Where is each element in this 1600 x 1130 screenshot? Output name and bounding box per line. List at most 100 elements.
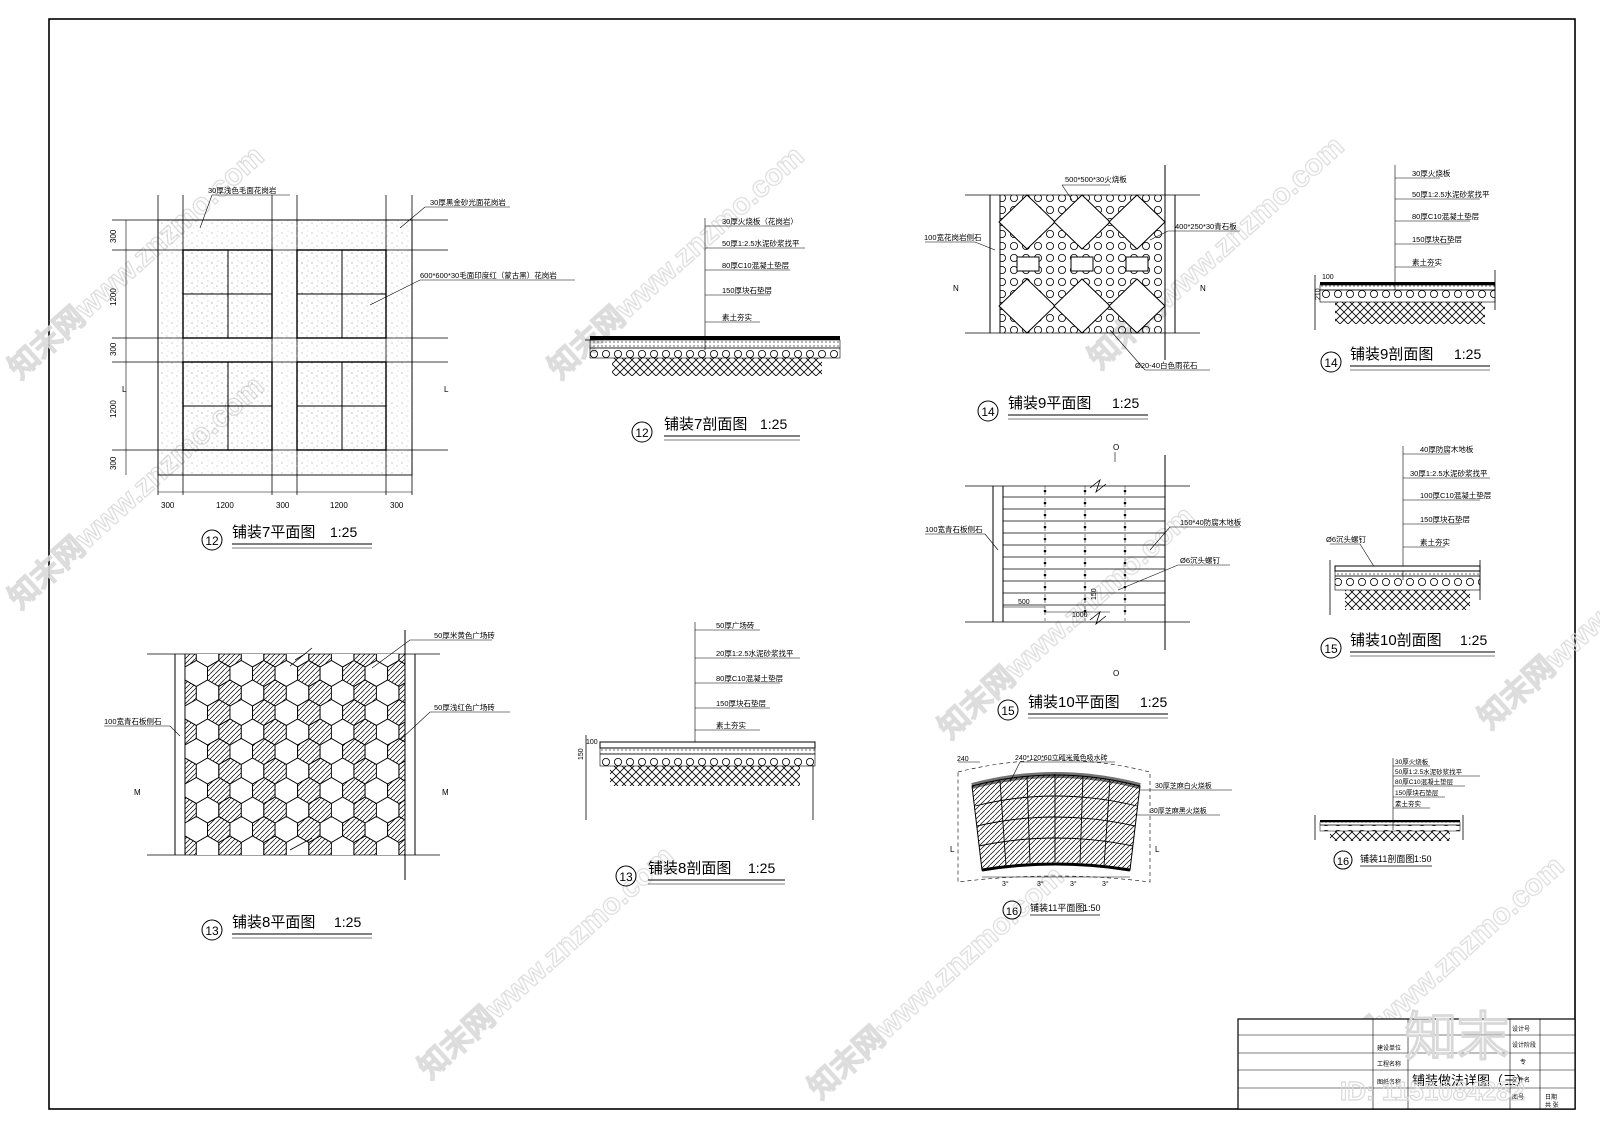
cut-mark: N <box>1200 284 1206 293</box>
layer-label: 100厚C10混凝土垫层 <box>1420 490 1492 500</box>
layer-label: 20厚1:2.5水泥砂浆找平 <box>716 648 794 658</box>
dim: 100 <box>1322 274 1334 281</box>
title-block: 建设单位 工程名称 图纸名称 铺装做法详图（三） 设计号 设计阶段 专 文件名 … <box>1237 1018 1576 1110</box>
view-title: 铺装11剖面图 <box>1360 853 1414 864</box>
view-number: 15 <box>1324 642 1338 656</box>
layer-label: 素土夯实 <box>722 312 752 322</box>
tb-design-no: 设计号 <box>1512 1025 1530 1033</box>
dim-h: 300 <box>390 501 404 510</box>
view-title: 铺装7剖面图 <box>664 416 747 433</box>
drawing-title: 铺装做法详图（三） <box>1412 1073 1529 1088</box>
hex-tile <box>185 835 197 855</box>
view-number: 13 <box>619 870 633 884</box>
cut-mark: L <box>122 385 127 394</box>
hex-tile <box>185 783 186 798</box>
cut-mark: L <box>444 385 449 394</box>
layer-label: 素土夯实 <box>1420 537 1450 547</box>
hex-tile <box>308 835 332 855</box>
screw-point <box>1043 573 1047 577</box>
hex-tile <box>230 622 253 648</box>
hex-tile <box>195 835 220 855</box>
cut-mark: O <box>1113 669 1119 678</box>
paving8-plan: 50厚米黄色广场砖 50厚浅红色广场砖 100宽青石板侧石 M M <box>104 622 510 880</box>
hex-tile <box>410 661 432 687</box>
dim-h: 1200 <box>330 501 348 510</box>
note-label: 30厚黑金砂光面花岗岩 <box>430 197 506 207</box>
screw-point <box>1043 549 1047 553</box>
note-label: 500*500*30火烧板 <box>1065 174 1127 184</box>
screw-point <box>1083 513 1087 517</box>
view-scale: 1:25 <box>1454 346 1481 362</box>
hex-tile <box>388 622 411 648</box>
note-label: 240*120*60立砌米黄色吸水砖 <box>1015 753 1108 762</box>
view-title-p7-plan: 12 铺装7平面图 1:25 <box>201 524 372 551</box>
screw-point <box>1043 609 1047 613</box>
view-scale: 1:25 <box>330 524 357 540</box>
view-number: 15 <box>1001 704 1015 718</box>
view-title: 铺装11平面图 <box>1030 902 1084 913</box>
paving7-plan: 300 1200 300 1200 300 300 1200 300 1200 … <box>109 185 575 510</box>
paving9-plan: 500*500*30火烧板 400*250*30青石板 100宽花岗岩侧石 Ø2… <box>924 165 1240 371</box>
tb-build-unit: 建设单位 <box>1377 1044 1401 1052</box>
layer-label: 150厚块石垫层 <box>1412 234 1463 244</box>
hex-tile <box>410 622 432 648</box>
layer-label: 30厚火烧板 <box>1395 757 1429 766</box>
view-title-p11-plan: 16 铺装11平面图 1:50 <box>1002 900 1101 920</box>
note-label: 150*40防腐木地板 <box>1180 517 1242 527</box>
hex-tile <box>151 758 174 784</box>
view-title-p9-plan: 14 铺装9平面图 1:25 <box>977 395 1148 422</box>
screw-point <box>1123 561 1127 565</box>
screw-point <box>1123 597 1127 601</box>
note-label: 100宽青石板侧石 <box>925 524 983 534</box>
note-label: 100宽青石板侧石 <box>104 716 162 726</box>
paving11-section: 30厚火烧板 50厚1:2.5水泥砂浆找平 80厚C10混凝土垫层 150厚块石… <box>1314 757 1480 841</box>
screw-point <box>1123 501 1127 505</box>
note-label: 600*600*30毛面印度红（蒙古黑）花岗岩 <box>420 270 557 280</box>
layer-label: 150厚块石垫层 <box>722 285 773 295</box>
screw-point <box>1043 513 1047 517</box>
hex-tile <box>208 622 231 648</box>
screw-point <box>1043 489 1047 493</box>
view-scale: 1:25 <box>1140 694 1167 710</box>
view-number: 16 <box>1006 906 1018 918</box>
view-title-p11-section: 16 铺装11剖面图 1:50 <box>1333 850 1432 870</box>
hex-tile <box>185 822 186 837</box>
hex-tile <box>410 739 432 765</box>
paving8-section: 50厚广场砖 20厚1:2.5水泥砂浆找平 80厚C10混凝土垫层 150厚块石… <box>578 620 816 820</box>
cut-mark: L <box>950 845 955 854</box>
cut-mark: L <box>1155 845 1160 854</box>
view-number: 14 <box>1324 356 1338 370</box>
watermark-logo-text: 知末 <box>1405 1009 1509 1067</box>
hex-tile <box>353 835 377 855</box>
hex-tile <box>410 778 432 804</box>
view-title: 铺装9剖面图 <box>1350 346 1433 363</box>
screw-point <box>1083 561 1087 565</box>
watermark-text: 知末网www.znzmo.com <box>1473 489 1600 735</box>
tb-file-name: 文件名 <box>1512 1076 1530 1084</box>
dim: 150 <box>578 748 585 760</box>
view-title: 铺装10剖面图 <box>1350 632 1442 649</box>
screw-point <box>1083 597 1087 601</box>
hex-tile <box>330 835 355 855</box>
note-label: 30厚浅色毛面花岗岩 <box>208 185 277 195</box>
layer-label: 150厚块石垫层 <box>1395 788 1439 797</box>
tb-sheets: 共 张 <box>1545 1101 1559 1109</box>
watermark-id: ID: 1151084282 <box>1340 1076 1525 1106</box>
view-title-p10-section: 15 铺装10剖面图 1:25 <box>1320 632 1495 659</box>
layer-label: 150厚块石垫层 <box>1420 514 1471 524</box>
note-label: 30厚芝麻白火烧板 <box>1155 781 1212 790</box>
tb-sheet-label: 专 <box>1520 1058 1526 1066</box>
screw-point <box>1123 549 1127 553</box>
view-scale: 1:50 <box>1414 854 1432 864</box>
dim: 100 <box>586 739 598 746</box>
view-title-p8-section: 13 铺装8剖面图 1:25 <box>615 860 785 887</box>
layer-label: 素土夯实 <box>1412 257 1442 267</box>
screw-point <box>1043 537 1047 541</box>
note-label: 400*250*30青石板 <box>1175 221 1237 231</box>
note-label: 30厚芝麻黑火烧板 <box>1150 806 1207 815</box>
layer-label: 80厚C10混凝土垫层 <box>722 260 790 270</box>
dim-v: 300 <box>109 342 118 356</box>
view-scale: 1:25 <box>760 416 787 432</box>
view-number: 12 <box>635 426 649 440</box>
view-scale: 1:25 <box>334 914 361 930</box>
